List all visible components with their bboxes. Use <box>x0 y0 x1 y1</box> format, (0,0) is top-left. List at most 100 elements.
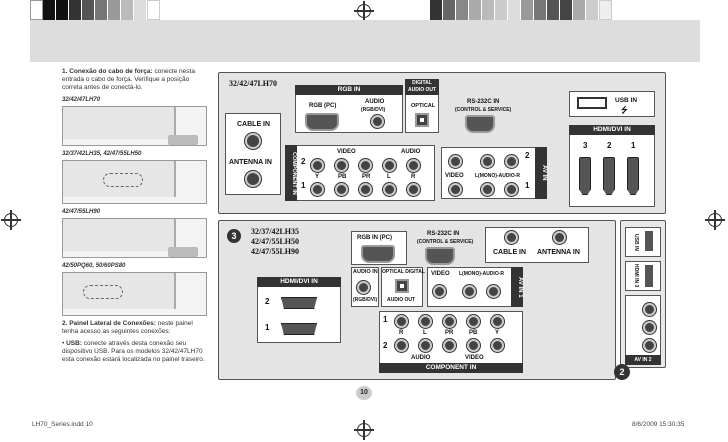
audio-in-jack-icon <box>357 281 370 294</box>
comp-l-bottom-label: L <box>423 330 427 336</box>
model-label-4: 42/50PQ60, 50/60PS80 <box>62 263 126 269</box>
step1-title: 1. Conexão do cabo de força: <box>62 68 153 75</box>
usb-paragraph: • USB: conecte através desta conexão seu… <box>62 340 205 363</box>
comp-pb-label: PB <box>338 174 347 180</box>
comp-row1-label: 1 <box>301 181 306 190</box>
rs232c-label: RS-232C IN <box>467 99 500 105</box>
rs232c-bottom-label: RS-232C IN <box>427 231 460 237</box>
step2-title: 2. Painel Lateral de Conexões: <box>62 320 156 327</box>
comp-pr-bottom-label: PR <box>445 330 454 336</box>
step2-paragraph: 2. Painel Lateral de Conexões: neste pai… <box>62 320 210 336</box>
av-row2-label: 2 <box>525 151 530 160</box>
tv-rear-image-3 <box>62 218 207 258</box>
comp-row2-label: 2 <box>301 157 306 166</box>
model-label-3: 42/47/55LH90 <box>62 209 101 215</box>
component-in-bottom-label: COMPONENT IN <box>379 363 523 373</box>
comp2-y-jack-icon <box>311 159 324 172</box>
comp-pr-label: PR <box>362 174 371 180</box>
audio-sub-label: (RGB/DVI) <box>361 107 386 113</box>
hdmi1-number: 1 <box>631 141 636 150</box>
color-bars-left <box>30 0 160 20</box>
hdmi3-number: 3 <box>583 141 588 150</box>
rs232c-bottom-sub: (CONTROL & SERVICE) <box>417 239 474 245</box>
tv-rear-image-4 <box>62 272 207 316</box>
comp1-r-jack-icon <box>407 183 420 196</box>
hdmi1-port-icon <box>627 157 639 195</box>
antenna-in-bottom-label: ANTENNA IN <box>537 249 580 256</box>
comp1-pr-jack-icon <box>359 183 372 196</box>
rgb-in-pc-label: RGB IN (PC) <box>357 235 392 241</box>
hdmi2-number: 2 <box>607 141 612 150</box>
rs232c-port-icon <box>465 115 495 133</box>
compb2-l-jack-icon <box>419 339 432 352</box>
antenna-in-label: ANTENNA IN <box>229 159 272 166</box>
compb1-y-jack-icon <box>491 315 504 328</box>
side-usb-label: USB IN <box>633 233 639 251</box>
rear-panel-lh35-lh50-lh90: 3 32/37/42LH35 42/47/55LH50 42/47/55LH90… <box>218 220 616 380</box>
rear-panel-lh70: 32/42/47LH70 RGB IN RGB (PC) AUDIO (RGB/… <box>218 72 666 214</box>
registration-mark-bottom-icon <box>354 420 374 440</box>
compb2-y-jack-icon <box>491 339 504 352</box>
footer-file-name: LH70_Series.indd 10 <box>32 421 93 428</box>
registration-mark-left-icon <box>1 210 21 230</box>
av2-l-jack-icon <box>481 155 494 168</box>
hdmi2-bottom-number: 2 <box>265 297 270 306</box>
hdmi-dvi-in-label: HDMI/DVI IN <box>569 125 655 135</box>
av1-video-bottom-jack-icon <box>433 285 446 298</box>
side-usb-group <box>625 227 661 257</box>
comp-r-label: R <box>411 174 416 180</box>
comp2-r-jack-icon <box>407 159 420 172</box>
step1-text: conecte nesta entrada o cabo de força. V… <box>62 68 195 91</box>
rgb-pc-port-icon <box>305 113 339 131</box>
comp-video-label: VIDEO <box>337 149 356 155</box>
compb1-r-jack-icon <box>395 315 408 328</box>
comp2-pb-jack-icon <box>335 159 348 172</box>
optical-port-icon <box>415 113 429 127</box>
model-label-1: 32/42/47LH70 <box>62 97 101 103</box>
step1-paragraph: 1. Conexão do cabo de força: conecte nes… <box>62 68 210 92</box>
tv-rear-image-2 <box>62 160 207 204</box>
comp-row1-bottom-label: 1 <box>383 315 388 324</box>
usb-in-label: USB IN <box>615 97 638 104</box>
av-video-label: VIDEO <box>445 173 464 179</box>
step2-marker: 2 <box>614 364 630 380</box>
audio-label: AUDIO <box>365 99 385 105</box>
hdmi1-bottom-port-icon <box>281 323 317 335</box>
audio-out-label: AUDIO OUT <box>387 297 416 303</box>
panel-title-lh70: 32/42/47LH70 <box>229 79 278 88</box>
optical-digital-label: OPTICAL DIGITAL <box>382 269 425 275</box>
side-av-video-jack-icon <box>643 303 656 316</box>
hdmi-dvi-bottom-label: HDMI/DVI IN <box>257 277 341 287</box>
digital-audio-out-label: DIGITAL AUDIO OUT <box>405 79 439 95</box>
cable-in-bottom-label: CABLE IN <box>493 249 527 256</box>
av2-video-jack-icon <box>449 155 462 168</box>
comp1-pb-jack-icon <box>335 183 348 196</box>
compb1-pr-jack-icon <box>443 315 456 328</box>
side-hdmi-port-icon <box>645 265 653 287</box>
av1-video-jack-icon <box>449 183 462 196</box>
usb-title: USB: <box>66 340 82 347</box>
rs232c-bottom-port-icon <box>425 247 455 265</box>
comp-pb-bottom-label: PB <box>469 330 478 336</box>
footer-timestamp: 8/6/2009 15:30:35 <box>632 421 685 428</box>
side-hdmi-group <box>625 261 661 291</box>
model-line-2: 42/47/55LH50 <box>251 237 300 246</box>
comp-row2-bottom-label: 2 <box>383 341 388 350</box>
audio-rgb-jack-icon <box>371 115 384 128</box>
comp-y-bottom-label: Y <box>495 330 500 336</box>
comp-l-label: L <box>387 174 391 180</box>
step3-marker: 3 <box>227 229 241 243</box>
comp1-l-jack-icon <box>383 183 396 196</box>
rgb-in-label: RGB IN <box>295 85 403 95</box>
comp-audio-bottom-label: AUDIO <box>411 355 431 361</box>
comp-video-bottom-label: VIDEO <box>465 355 484 361</box>
page-number: 10 <box>356 386 372 400</box>
av1-video-label: VIDEO <box>431 271 450 277</box>
hdmi1-bottom-number: 1 <box>265 323 270 332</box>
audio-in-sub: (RGB/DVI) <box>353 297 378 303</box>
side-av-label: AV IN 2 <box>625 355 661 365</box>
av1-r-jack-icon <box>505 183 518 196</box>
av1-l-bottom-jack-icon <box>463 285 476 298</box>
header-band <box>30 20 700 62</box>
av-audio-label: L(MONO)-AUDIO-R <box>475 173 520 179</box>
